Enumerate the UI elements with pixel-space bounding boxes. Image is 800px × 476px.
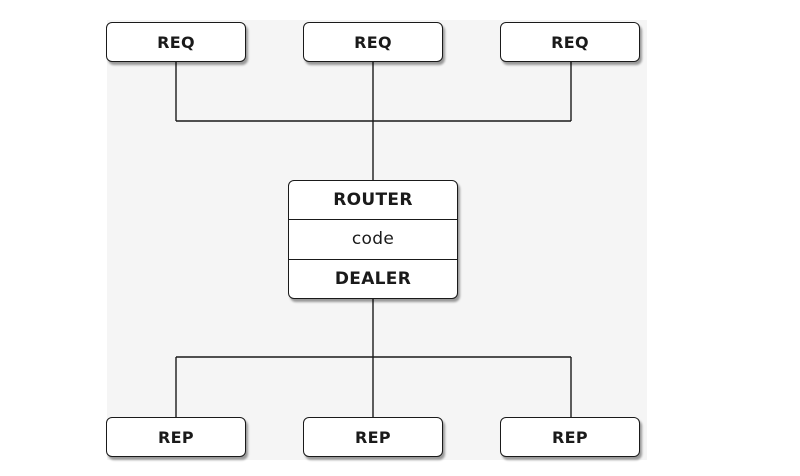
rep-node-3-label: REP xyxy=(552,427,588,447)
req-node-2: REQ xyxy=(303,22,443,62)
req-node-1-label: REQ xyxy=(157,32,195,52)
broker-code-label: code xyxy=(289,219,457,258)
req-node-2-label: REQ xyxy=(354,32,392,52)
broker-router-label: ROUTER xyxy=(333,190,413,211)
rep-node-1-label: REP xyxy=(158,427,194,447)
rep-node-2-label: REP xyxy=(355,427,391,447)
req-node-3: REQ xyxy=(500,22,640,62)
rep-node-3: REP xyxy=(500,417,640,457)
rep-node-2: REP xyxy=(303,417,443,457)
rep-node-1: REP xyxy=(106,417,246,457)
req-node-1: REQ xyxy=(106,22,246,62)
broker-dealer-label: DEALER xyxy=(289,258,457,298)
req-node-3-label: REQ xyxy=(551,32,589,52)
broker-node: ROUTER code DEALER xyxy=(288,180,458,299)
